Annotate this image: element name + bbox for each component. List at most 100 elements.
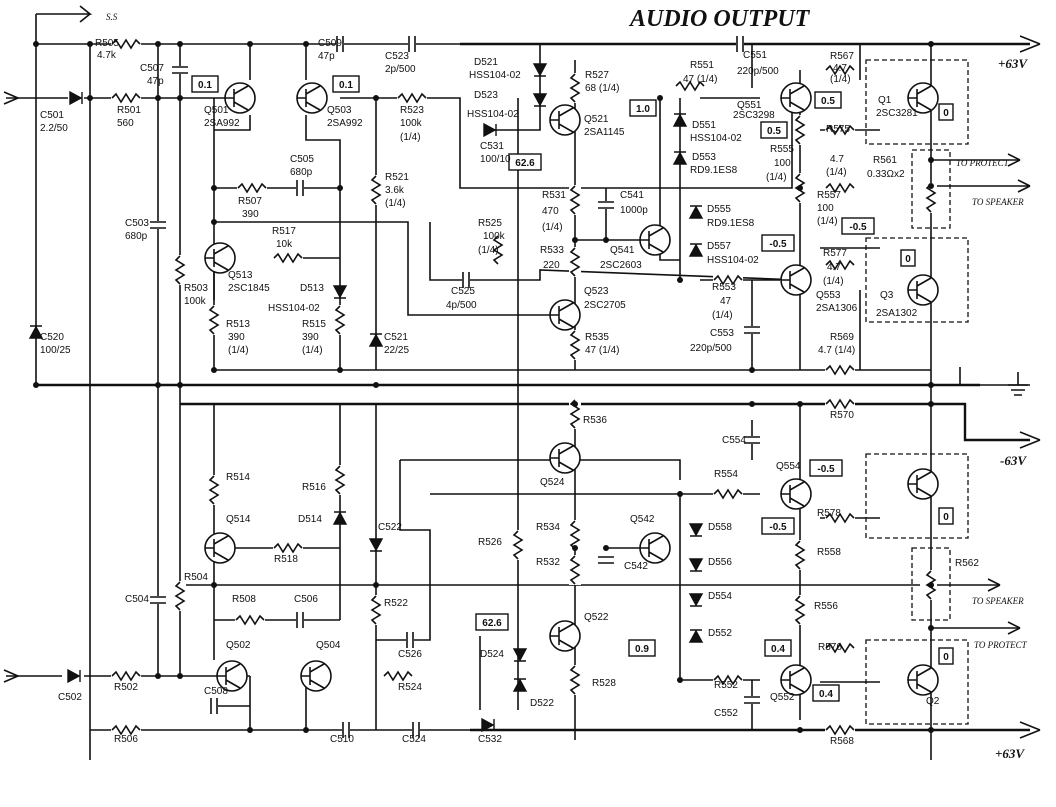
component-label: 2SC3298 — [733, 110, 775, 121]
resistor-symbol — [174, 255, 186, 285]
capacitor-symbol — [744, 326, 760, 334]
voltage-tag-box — [761, 517, 795, 535]
resistor-symbol — [273, 252, 303, 264]
resistor-bg — [675, 80, 705, 92]
rail-pos-top: +63V — [998, 56, 1028, 71]
component-label: R527 — [585, 70, 609, 81]
component-label: R507 — [238, 196, 262, 207]
component-label: 100 — [774, 158, 791, 169]
resistor-bg — [713, 488, 743, 500]
component-label: 47p — [147, 76, 164, 87]
component-label: 47p — [318, 51, 335, 62]
resistor-bg — [569, 73, 581, 103]
component-label: Q503 — [327, 105, 352, 116]
component-label: 2SC1845 — [228, 283, 270, 294]
diode-symbol — [332, 511, 348, 525]
voltage-tag: -0.5 — [769, 522, 787, 533]
resistor-symbol — [334, 305, 346, 335]
component-label: D554 — [708, 591, 732, 602]
output-device-box-q1 — [865, 59, 969, 145]
component-label: R556 — [814, 601, 838, 612]
capacitor-symbol — [406, 632, 414, 648]
transistor-leads — [781, 267, 805, 293]
capacitor-bg — [296, 180, 304, 196]
capacitor-symbol — [744, 696, 760, 704]
junction-dot — [211, 185, 217, 191]
component-label: C525 — [451, 286, 475, 297]
transistor-leads — [640, 227, 664, 253]
resistor-symbol — [492, 235, 504, 265]
resistor-symbol — [111, 724, 141, 736]
component-label: C524 — [402, 734, 426, 745]
component-label: R515 — [302, 319, 326, 330]
capacitor-bg — [336, 36, 344, 52]
junction-dot — [211, 582, 217, 588]
component-label: Q502 — [226, 640, 251, 651]
resistor-symbol — [825, 182, 855, 194]
resistor-bg — [334, 305, 346, 335]
component-label: (1/4) — [823, 276, 844, 287]
resistor-symbol — [569, 247, 581, 277]
resistor-bg — [713, 274, 743, 286]
capacitor-symbol — [172, 66, 188, 74]
capacitor-bg — [744, 696, 760, 704]
junction-dot — [247, 727, 253, 733]
resistor-bg — [235, 614, 265, 626]
component-label: RD9.1ES8 — [690, 165, 738, 176]
capacitor-symbol — [412, 722, 420, 738]
junction-dot — [247, 41, 253, 47]
component-label: R570 — [830, 410, 854, 421]
component-label: R561 — [873, 155, 897, 166]
resistor-bg — [397, 92, 427, 104]
resistor-bg — [111, 38, 141, 50]
capacitor-bg — [462, 272, 470, 288]
resistor-symbol — [794, 595, 806, 625]
resistor-bg — [794, 540, 806, 570]
component-label: HSS104-02 — [268, 303, 320, 314]
component-label: R503 — [184, 283, 208, 294]
component-label: 2SA1302 — [876, 308, 918, 319]
component-label: HSS104-02 — [467, 109, 519, 120]
resistor-symbol — [569, 330, 581, 360]
capacitor-symbol — [598, 201, 614, 209]
resistor-bg — [825, 364, 855, 376]
component-label: C508 — [204, 686, 228, 697]
component-label: 1000p — [620, 205, 648, 216]
junction-dots — [33, 41, 934, 733]
component-label: Q3 — [880, 290, 894, 301]
component-label: R533 — [540, 245, 564, 256]
component-label: 4p/500 — [446, 300, 477, 311]
junction-dot — [177, 95, 183, 101]
component-label: R502 — [114, 682, 138, 693]
component-label: (1/4) — [400, 132, 421, 143]
component-label: (1/4) — [817, 216, 838, 227]
speaker-protect-box-top — [911, 149, 951, 229]
resistor-bg — [370, 175, 382, 205]
junction-dot — [657, 95, 663, 101]
component-label: 0.33Ωx2 — [867, 169, 905, 180]
component-label: 100k — [483, 231, 506, 242]
capacitor-symbol — [744, 436, 760, 444]
component-label: 47 — [720, 296, 732, 307]
component-label: D514 — [298, 514, 322, 525]
component-labels: R5054.7kC50747pC5012.2/50R501560Q5012SA9… — [40, 38, 979, 747]
voltage-tag: 0.5 — [767, 126, 781, 137]
junction-dot — [928, 401, 934, 407]
capacitor-symbol — [210, 698, 218, 714]
transistor-leads — [225, 85, 249, 111]
voltage-tag: -0.5 — [817, 464, 835, 475]
resistor-bg — [825, 259, 855, 271]
component-label: 2SA992 — [204, 118, 240, 129]
component-label: R524 — [398, 682, 422, 693]
junction-dot — [373, 95, 379, 101]
transistor-leads — [301, 663, 325, 689]
component-label: D551 — [692, 120, 716, 131]
transistor-leads — [217, 663, 241, 689]
component-label: 100/25 — [40, 345, 71, 356]
capacitor-symbol — [150, 596, 166, 604]
component-label: (1/4) — [385, 198, 406, 209]
capacitor-bg — [210, 698, 218, 714]
component-label: 680p — [125, 231, 148, 242]
component-label: C532 — [478, 734, 502, 745]
